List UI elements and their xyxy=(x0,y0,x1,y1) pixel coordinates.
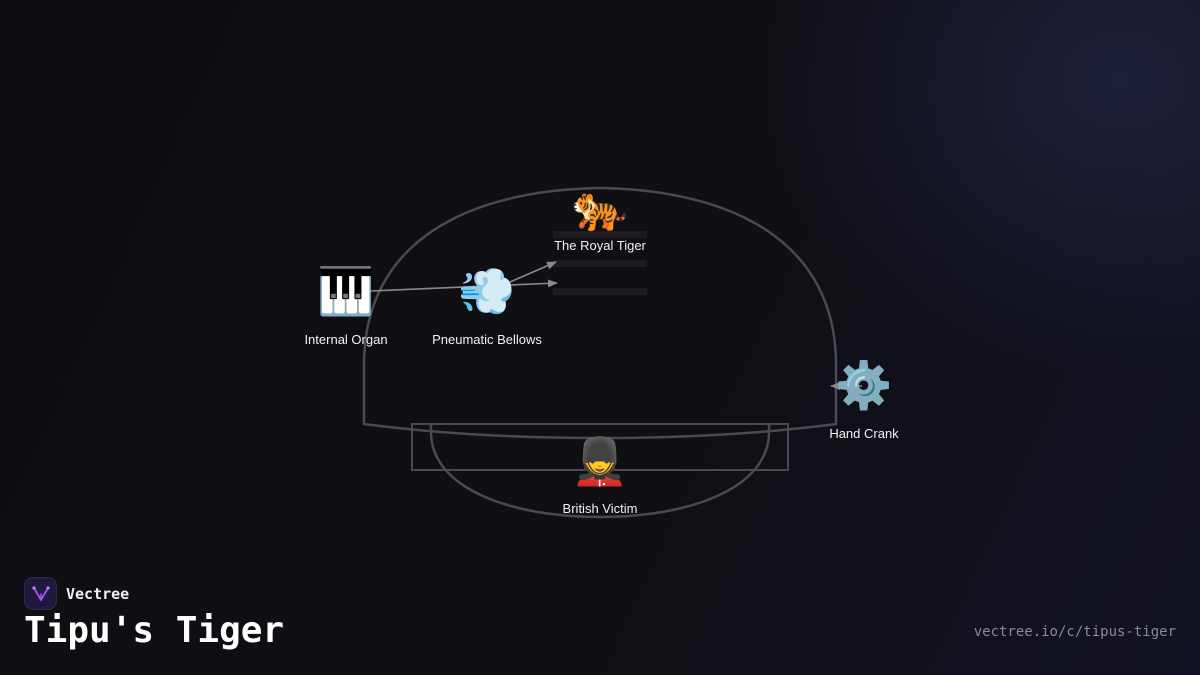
node-label-pneumatic-bellows: Pneumatic Bellows xyxy=(432,332,542,347)
node-label-hand-crank: Hand Crank xyxy=(829,426,899,441)
stripe-bar xyxy=(553,288,647,295)
tiger-icon: 🐅 xyxy=(571,180,629,234)
guard-icon: 💂 xyxy=(571,434,629,488)
brand-name: Vectree xyxy=(66,584,130,603)
arrow-organ-to-tiger xyxy=(346,279,558,293)
gear-icon: ⚙️ xyxy=(835,358,893,412)
source-url[interactable]: vectree.io/c/tipus-tiger xyxy=(973,624,1176,640)
wind-puff-icon: 💨 xyxy=(458,264,516,318)
brand: Vectree xyxy=(24,577,129,610)
stripe-bar xyxy=(553,231,647,238)
piano-keys-icon: 🎹 xyxy=(317,264,375,318)
stripe-bar xyxy=(553,260,647,267)
vectree-logo-icon xyxy=(24,577,57,610)
victim-bowl-outline xyxy=(429,424,771,519)
arrow-bellows-to-tiger xyxy=(486,261,557,293)
node-label-royal-tiger: The Royal Tiger xyxy=(554,238,646,253)
tiger-body-outline xyxy=(362,186,838,440)
page-title: Tipu's Tiger xyxy=(24,610,285,651)
node-label-internal-organ: Internal Organ xyxy=(304,332,388,347)
node-label-british-victim: British Victim xyxy=(562,501,638,516)
base-platform xyxy=(411,423,789,471)
